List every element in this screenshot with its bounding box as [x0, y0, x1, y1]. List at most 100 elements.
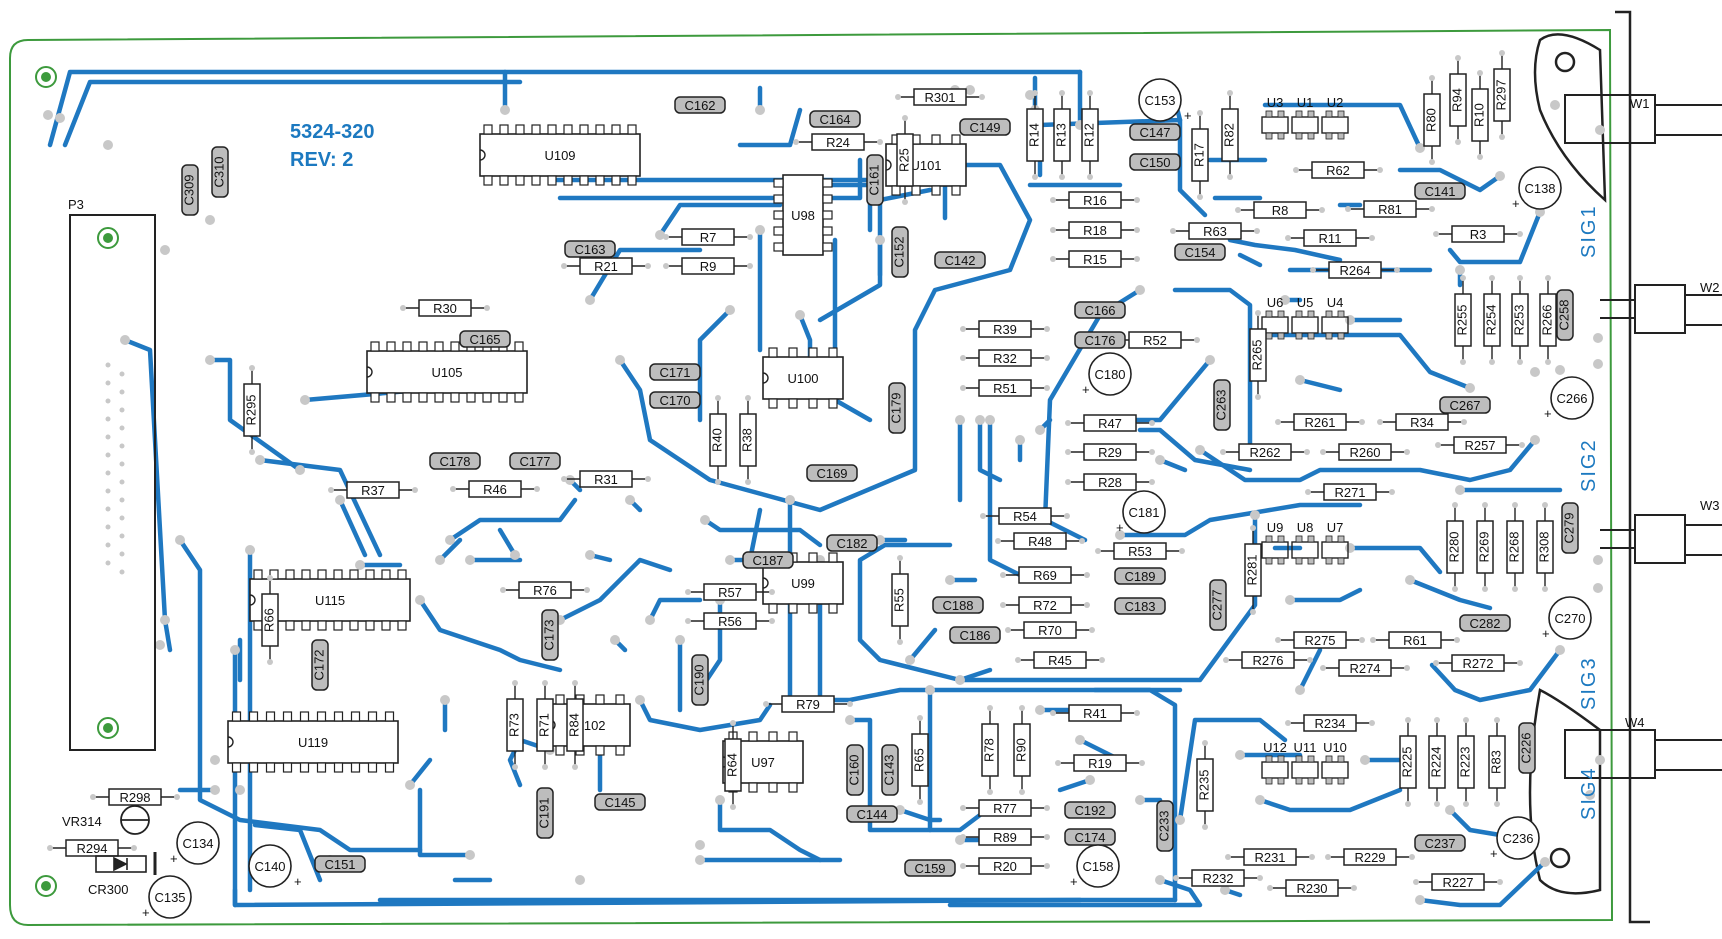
trace-51	[1177, 717, 1288, 823]
trace-10	[657, 202, 783, 238]
pad-97	[1595, 125, 1605, 135]
resistor-label: R57	[718, 585, 742, 600]
resistor-r232: R232	[1173, 869, 1263, 887]
trace-43	[1117, 502, 1363, 538]
pad-101	[1593, 555, 1603, 565]
resistor-r231: R231	[1225, 848, 1315, 866]
trace-64	[177, 537, 423, 853]
capacitor-c149: C149	[959, 118, 1011, 136]
pad-46	[465, 850, 475, 860]
resistor-r227: R227	[1413, 873, 1503, 891]
resistor-label: R72	[1033, 598, 1057, 613]
resistor-r257: R257	[1435, 436, 1525, 454]
resistor-r25: R25	[896, 115, 914, 205]
trace-9	[587, 247, 703, 303]
resistor-r37: R37	[328, 481, 418, 499]
resistor-label: R234	[1314, 716, 1345, 731]
pad-88	[1415, 143, 1425, 153]
resistor-label: R225	[1399, 746, 1414, 777]
resistor-r54: R54	[980, 507, 1070, 525]
resistor-r78: R78	[981, 705, 999, 795]
trace-74	[337, 497, 368, 558]
resistor-r223: R223	[1457, 717, 1475, 807]
resistor-r265: R265	[1249, 310, 1267, 400]
ic-label: U4	[1327, 295, 1344, 310]
pad-22	[1445, 805, 1455, 815]
resistor-label: R62	[1326, 163, 1350, 178]
capacitor-label: C191	[536, 797, 551, 828]
resistor-r275: R275	[1275, 631, 1365, 649]
pad-106	[55, 113, 65, 123]
wire-label-1: W1	[1630, 96, 1650, 111]
resistor-label: R232	[1202, 871, 1233, 886]
resistor-r276: R276	[1223, 651, 1313, 669]
resistor-label: R39	[993, 322, 1017, 337]
pad-51	[785, 495, 795, 505]
capacitor-label: C165	[469, 332, 500, 347]
mounting-holes	[35, 66, 119, 897]
trace-117	[1057, 777, 1093, 793]
pad-32	[295, 465, 305, 475]
resistor-r34: R34	[1377, 413, 1467, 431]
resistor-label: R301	[924, 90, 955, 105]
resistor-r255: R255	[1454, 275, 1472, 365]
capacitor-label: C279	[1561, 512, 1576, 543]
pad-17	[1285, 595, 1295, 605]
ic-u2: U2	[1321, 95, 1349, 140]
resistor-r66: R66	[261, 575, 279, 665]
capacitor-label: C309	[181, 174, 196, 205]
resistor-r51: R51	[960, 379, 1050, 397]
capacitor-label: C226	[1518, 732, 1533, 763]
resistor-r253: R253	[1511, 275, 1529, 365]
resistor-r70: R70	[1005, 621, 1095, 639]
pad-62	[905, 655, 915, 665]
ic-u98: U98	[773, 174, 833, 256]
pad-37	[435, 555, 445, 565]
pad-67	[1015, 435, 1025, 445]
pad-86	[1405, 575, 1415, 585]
capacitor-c144: C144	[846, 805, 898, 823]
resistor-r89: R89	[960, 828, 1050, 846]
electrolytic-c236: +C236	[1490, 816, 1540, 861]
p3-pin	[105, 362, 111, 368]
resistor-r90: R90	[1013, 705, 1031, 795]
p3-pin	[105, 398, 111, 404]
electrolytic-label: C138	[1524, 181, 1555, 196]
resistor-label: R41	[1083, 706, 1107, 721]
polarity-mark: +	[1512, 196, 1520, 211]
pad-29	[210, 785, 220, 795]
resistor-label: R271	[1334, 485, 1365, 500]
pad-85	[1345, 543, 1355, 553]
resistor-label: R90	[1013, 738, 1028, 762]
resistor-label: R223	[1457, 746, 1472, 777]
electrolytic-label: C181	[1128, 505, 1159, 520]
p3-label: P3	[68, 197, 84, 212]
polarity-mark: +	[1082, 382, 1090, 397]
resistor-r53: R53	[1095, 542, 1185, 560]
resistor-r24: R24	[793, 133, 883, 151]
resistor-label: R20	[993, 859, 1017, 874]
trace-54	[1257, 787, 1403, 813]
resistor-label: R83	[1488, 750, 1503, 774]
pad-72	[585, 550, 595, 560]
capacitor-label: C192	[1074, 803, 1105, 818]
resistor-label: R280	[1446, 531, 1461, 562]
capacitor-c186: C186	[949, 626, 1001, 644]
resistor-r48: R48	[995, 532, 1085, 550]
capacitor-c145: C145	[594, 793, 646, 811]
resistor-label: R8	[1272, 203, 1289, 218]
capacitor-label: C277	[1209, 589, 1224, 620]
pad-81	[1280, 295, 1290, 305]
capacitor-c152: C152	[891, 226, 909, 278]
part-number: 5324-320	[290, 121, 375, 143]
pad-39	[415, 595, 425, 605]
pad-7	[875, 235, 885, 245]
electrolytic-c270: +C270	[1542, 596, 1592, 641]
capacitor-label: C163	[574, 242, 605, 257]
pad-50	[725, 555, 735, 565]
resistor-r18: R18	[1050, 221, 1140, 239]
trace-7	[557, 157, 863, 201]
connector-p3	[69, 214, 156, 751]
pad-8	[725, 305, 735, 315]
resistor-label: R40	[709, 428, 724, 452]
